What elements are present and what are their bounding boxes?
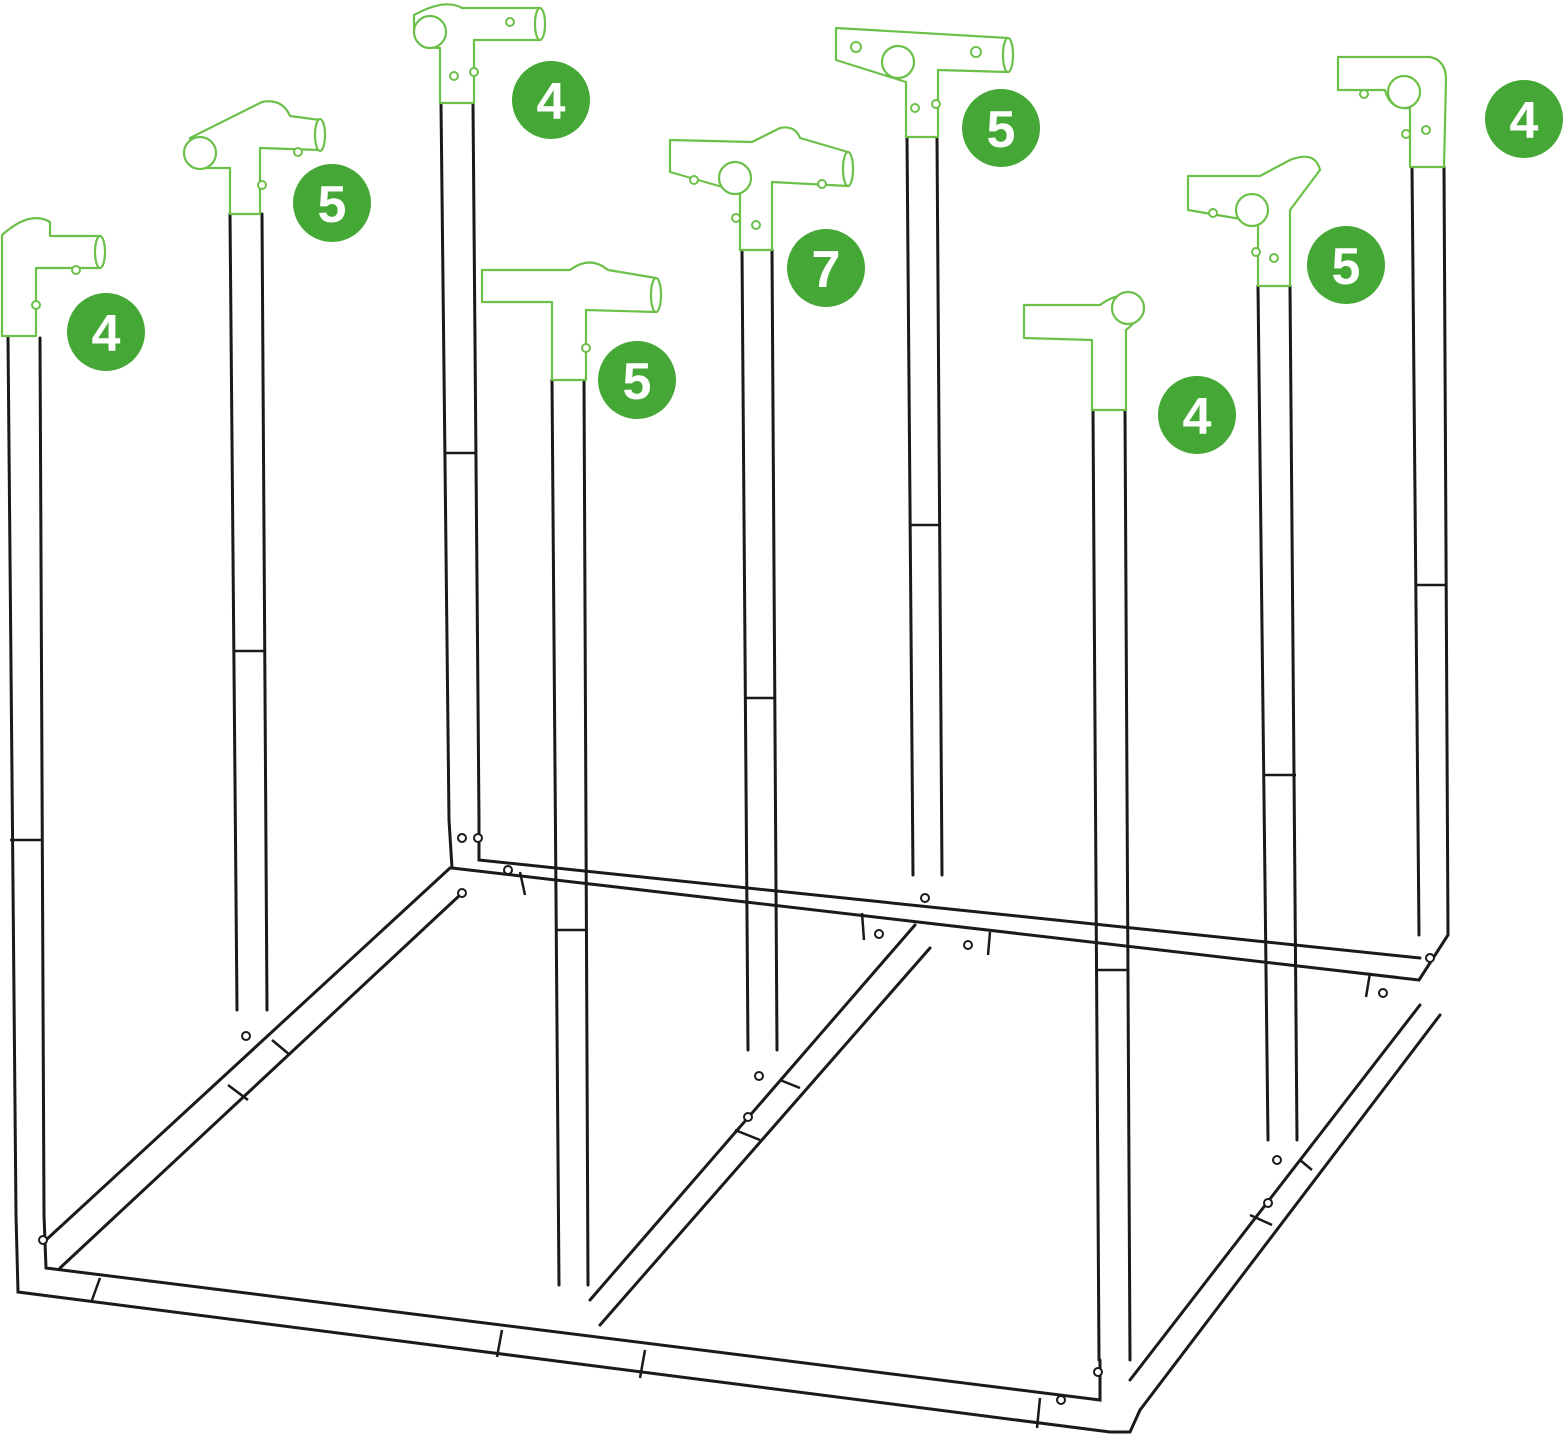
tee-4way-fitting-icon: [834, 26, 1015, 139]
tee-4way-fitting-icon: [182, 100, 327, 216]
post-back-mid: [905, 135, 944, 877]
elbow-3way-fitting-icon: [1022, 290, 1146, 412]
badge-circle: [1485, 80, 1563, 158]
badge-right-middle: 5: [1307, 226, 1385, 304]
post-front-left: [6, 336, 46, 1217]
badge-front-right: 4: [1158, 376, 1236, 454]
badge-circle: [67, 293, 145, 371]
badge-center: 7: [787, 229, 865, 307]
badge-circle: [787, 229, 865, 307]
badge-circle: [512, 61, 590, 139]
post-left-mid: [228, 212, 269, 1012]
elbow-3way-fitting-icon: [412, 3, 547, 105]
badge-circle: [962, 89, 1040, 167]
rail-left-depth: [44, 866, 462, 1270]
rail-right-depth: [1128, 1003, 1442, 1412]
rail-back-bottom: [447, 818, 1450, 982]
badge-back-middle: 5: [962, 89, 1040, 167]
badge-circle: [598, 341, 676, 419]
rail-front-bottom: [14, 1213, 1142, 1434]
post-right-mid: [1256, 284, 1299, 1142]
badge-front-left: 4: [67, 293, 145, 371]
post-center: [740, 248, 779, 1052]
elbow-3way-fitting-icon: [0, 217, 107, 338]
badge-label: 5: [987, 101, 1016, 159]
fitting-badges: 4 5 4 5 7 5 4 5 4: [67, 61, 1563, 454]
post-front-mid: [550, 378, 590, 1287]
elbow-3way-fitting-icon: [1336, 55, 1448, 169]
post-joints: [10, 451, 1446, 972]
post-back-left: [439, 101, 481, 822]
tee-4way-fitting-icon: [480, 261, 663, 382]
post-front-right: [1091, 408, 1132, 1362]
badge-label: 4: [537, 73, 566, 131]
badge-back-right: 4: [1485, 80, 1563, 158]
rail-middle-depth: [588, 923, 932, 1327]
badge-circle: [1307, 226, 1385, 304]
badge-circle: [1158, 376, 1236, 454]
frame-pipes: [6, 101, 1450, 1434]
badge-front-middle: 5: [598, 341, 676, 419]
top-fittings: [0, 3, 1448, 412]
badge-label: 5: [1332, 238, 1361, 296]
badge-label: 7: [812, 241, 841, 299]
badge-label: 5: [623, 353, 652, 411]
base-holes: [38, 833, 1435, 1405]
badge-label: 5: [318, 176, 347, 234]
badge-label: 4: [92, 305, 121, 363]
post-back-right: [1410, 165, 1450, 937]
badge-back-left: 4: [512, 61, 590, 139]
cross-fitting-icon: [668, 126, 855, 252]
badge-circle: [293, 164, 371, 242]
badge-left-middle-back: 5: [293, 164, 371, 242]
rail-joints: [90, 871, 1372, 1429]
badge-label: 4: [1510, 92, 1539, 150]
tee-4way-fitting-icon: [1186, 155, 1322, 288]
badge-label: 4: [1183, 388, 1212, 446]
